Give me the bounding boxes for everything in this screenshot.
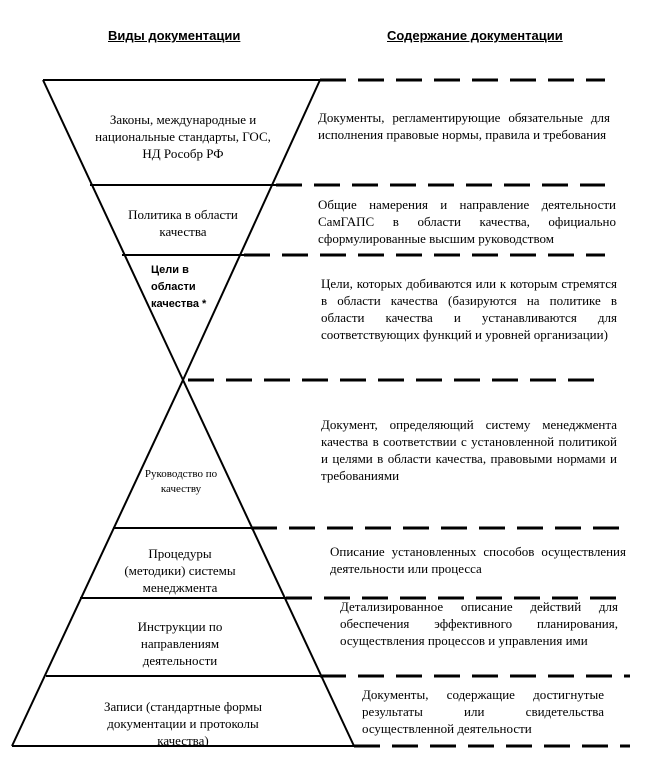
level-quality-objectives: Цели в области качества * [151, 264, 207, 310]
level-quality-policy: Политика в области качества [128, 207, 238, 239]
desc-quality-manual: Документ, определяющий систему менеджмен… [321, 417, 617, 483]
level-instructions: Инструкции по направлениям деятельности [137, 619, 223, 668]
desc-instructions: Детализированное описание действий для о… [340, 599, 618, 648]
level-laws: Законы, международные и национальные ста… [95, 112, 271, 161]
left-edge-upper [42, 79, 184, 381]
level-quality-manual: Руководство по качеству [144, 468, 218, 495]
level-records: Записи (стандартные формы документации и… [104, 699, 262, 747]
desc-procedures: Описание установленных способов осуществ… [330, 544, 626, 576]
desc-quality-policy: Общие намерения и направление деятельнос… [318, 197, 616, 246]
header-content: Содержание документации [387, 28, 563, 43]
right-edge-upper [182, 79, 321, 381]
left-edge-lower [11, 379, 184, 747]
desc-quality-objectives: Цели, которых добиваются или к которым с… [321, 276, 617, 342]
desc-records: Документы, содержащие достигнутые резуль… [362, 687, 604, 736]
right-edge-lower [182, 379, 355, 747]
desc-laws: Документы, регламентирующие обязательные… [318, 110, 610, 142]
level-procedures: Процедуры (методики) системы менеджмента [124, 546, 236, 595]
header-types: Виды документации [108, 28, 241, 43]
